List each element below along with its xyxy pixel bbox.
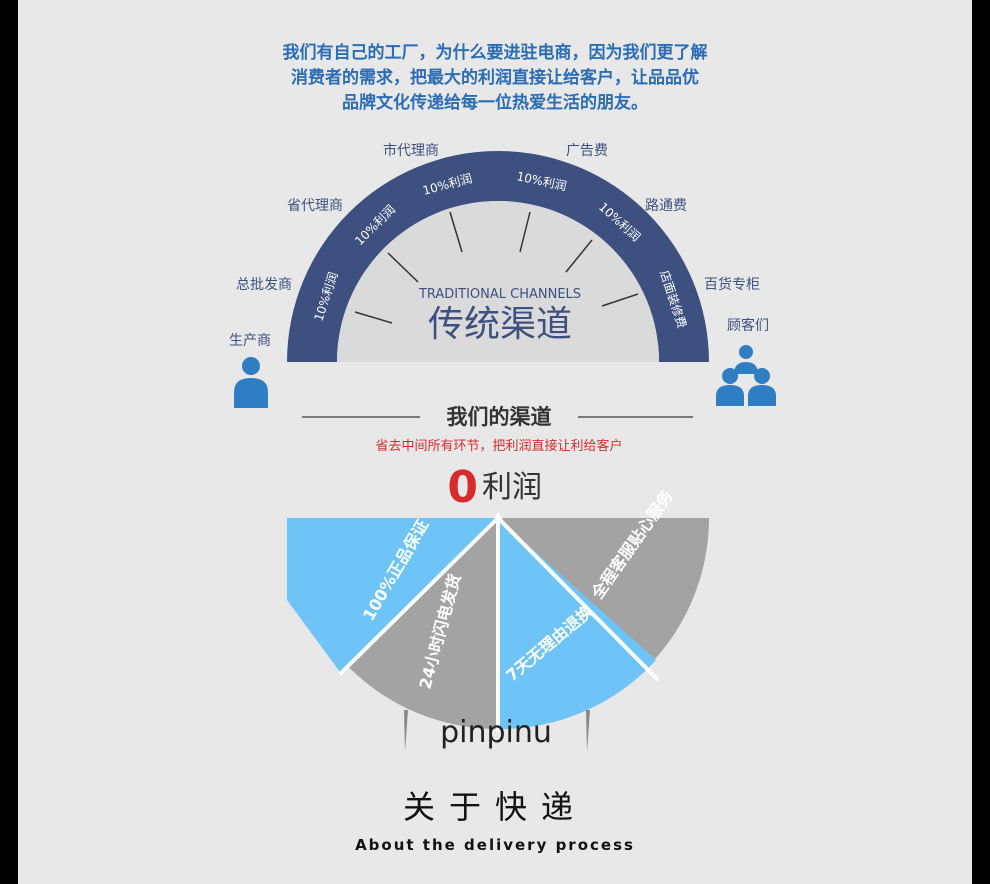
outer-labels: 生产商 总批发商 省代理商 市代理商 广告费 路通费 百货专柜 顾客们 (229, 142, 769, 349)
footer-title-en: About the delivery process (355, 836, 635, 854)
label-customers: 顾客们 (727, 317, 769, 334)
dome-ticks (354, 211, 639, 324)
label-province-agent: 省代理商 (287, 198, 343, 214)
label-advertising: 广告费 (566, 143, 608, 159)
label-manufacturer: 生产商 (229, 333, 271, 349)
intro-line-1: 我们有自己的工厂，为什么要进驻电商，因为我们更了解 (282, 43, 708, 63)
label-wholesaler: 总批发商 (236, 277, 292, 293)
label-road-fee: 路通费 (645, 198, 687, 214)
zero-profit-text: 利润 (482, 470, 542, 505)
single-person-icon (234, 357, 268, 408)
brand-name: pinpinu (440, 715, 552, 750)
group-people-icon (716, 345, 776, 406)
service-fan (287, 512, 709, 732)
label-city-agent: 市代理商 (383, 142, 439, 159)
content-panel (18, 0, 972, 884)
traditional-arc-band (287, 151, 709, 362)
intro-line-3: 品牌文化传递给每一位热爱生活的朋友。 (342, 93, 648, 113)
stand-leg-right (586, 710, 590, 752)
footer-title-cn: 关于快递 (402, 788, 587, 826)
our-channel-heading: 我们的渠道 (447, 405, 552, 429)
traditional-title-cn: 传统渠道 (428, 304, 572, 345)
zero-profit-number: 0 (447, 462, 478, 513)
stand-leg-left (404, 710, 408, 752)
segment-return (498, 518, 656, 730)
segment-quality (287, 518, 498, 672)
traditional-inner-dome (337, 201, 659, 362)
our-channel-subheading: 省去中间所有环节，把利润直接让利给客户 (375, 438, 622, 454)
label-department-store: 百货专柜 (704, 276, 760, 293)
intro-line-2: 消费者的需求，把最大的利润直接让给客户，让品品优 (291, 68, 699, 88)
traditional-title-en: TRADITIONAL CHANNELS (418, 287, 581, 302)
